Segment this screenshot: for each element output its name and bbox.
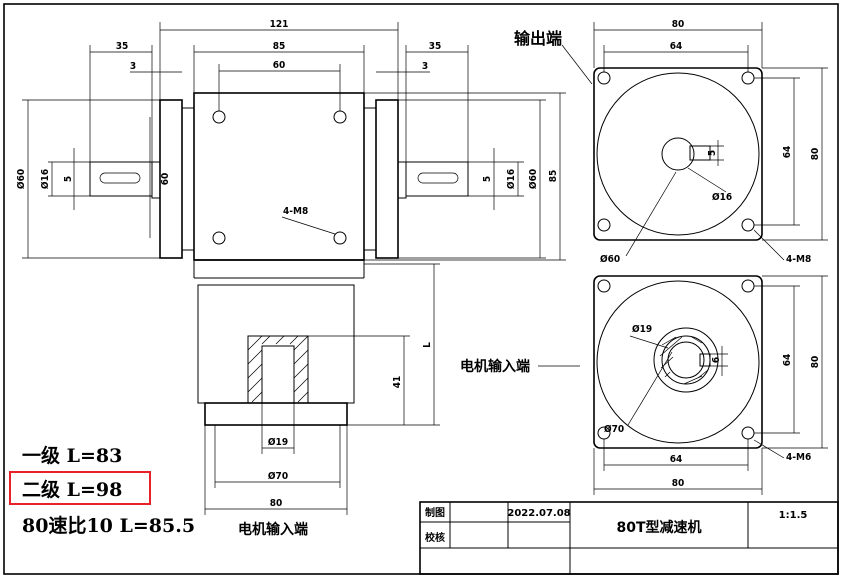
tb-title: 80T型减速机 <box>616 519 701 536</box>
right-keyway <box>417 172 459 184</box>
right-shaft <box>405 161 469 197</box>
tb-scale: 1:1.5 <box>779 510 808 521</box>
in-dim-key: 6 <box>711 357 722 363</box>
out-dim-pcd: Ø60 <box>600 253 620 265</box>
output-flange <box>593 67 763 241</box>
body-hole-tl <box>212 110 226 124</box>
in-dim-pcd: Ø70 <box>604 423 624 435</box>
dim-L: L <box>422 342 433 348</box>
note-stage2: 二级 L=98 <box>22 478 122 501</box>
in-dim-holes: 64 <box>670 454 683 465</box>
dim-flange-dia-left: Ø60 <box>15 169 27 189</box>
in-dim-tap: 4-M6 <box>786 452 811 463</box>
dim-shaft-dia-left: Ø16 <box>39 169 51 189</box>
motor-input-label-bottom: 电机输入端 <box>238 521 308 538</box>
dim-key-right: 5 <box>482 176 493 182</box>
out-dim-height-holes: 64 <box>782 146 793 159</box>
input-bore-circle <box>667 341 705 379</box>
dim-tap-front: 4-M8 <box>283 206 308 217</box>
dim-shaft-dia-right: Ø16 <box>505 169 517 189</box>
dim-flange-dia-right: Ø60 <box>527 169 539 189</box>
gearbox-body <box>193 92 365 261</box>
dim-body-height-right: 85 <box>548 170 559 183</box>
note-stage1: 一级 L=83 <box>22 444 122 467</box>
in-dim-height: 80 <box>810 356 821 369</box>
dim-bore: Ø19 <box>268 436 288 448</box>
motor-input-label: 电机输入端 <box>460 358 530 375</box>
output-end-label: 输出端 <box>514 29 562 48</box>
front-view <box>22 22 566 515</box>
title-block <box>419 501 839 575</box>
input-end-view <box>538 275 828 495</box>
dim-shaft-right: 35 <box>429 41 442 52</box>
dim-body: 85 <box>273 41 286 52</box>
dim-41: 41 <box>392 376 403 389</box>
out-dim-key: 5 <box>707 150 718 156</box>
output-pcd-circle <box>596 72 760 236</box>
right-flange <box>375 99 399 259</box>
left-shaft <box>89 161 153 197</box>
dim-base: 80 <box>270 498 283 509</box>
highlight-box <box>9 471 151 505</box>
in-dim-height-holes: 64 <box>782 354 793 367</box>
tb-checked-label: 校核 <box>425 531 445 544</box>
body-hole-br <box>333 231 347 245</box>
input-pcd-circle <box>596 280 760 444</box>
dim-overall: 121 <box>270 19 289 30</box>
out-dim-tap: 4-M8 <box>786 254 811 265</box>
out-dim-width: 80 <box>672 19 685 30</box>
out-dim-holes: 64 <box>670 41 683 52</box>
dim-pcd: Ø70 <box>268 470 288 482</box>
dim-flange-left: 3 <box>130 61 136 72</box>
tb-drawn-label: 制图 <box>425 506 445 519</box>
dim-shaft-left: 35 <box>116 41 129 52</box>
note-ratio10: 80速比10 L=85.5 <box>22 514 195 537</box>
output-shaft-circle <box>661 137 695 171</box>
in-dim-width: 80 <box>672 478 685 489</box>
dim-body-height: 60 <box>160 173 171 186</box>
output-end-view <box>561 22 828 261</box>
out-dim-shaft: Ø16 <box>712 191 732 203</box>
in-dim-bore: Ø19 <box>632 323 652 335</box>
tb-date: 2022.07.08 <box>507 508 570 519</box>
body-hole-bl <box>212 231 226 245</box>
left-keyway <box>99 172 141 184</box>
motor-flange <box>204 402 348 426</box>
out-dim-height: 80 <box>810 148 821 161</box>
dim-key-left: 5 <box>63 176 74 182</box>
dim-holes: 60 <box>273 60 286 71</box>
body-hole-tr <box>333 110 347 124</box>
input-flange <box>593 275 763 449</box>
dim-flange-right: 3 <box>422 61 428 72</box>
